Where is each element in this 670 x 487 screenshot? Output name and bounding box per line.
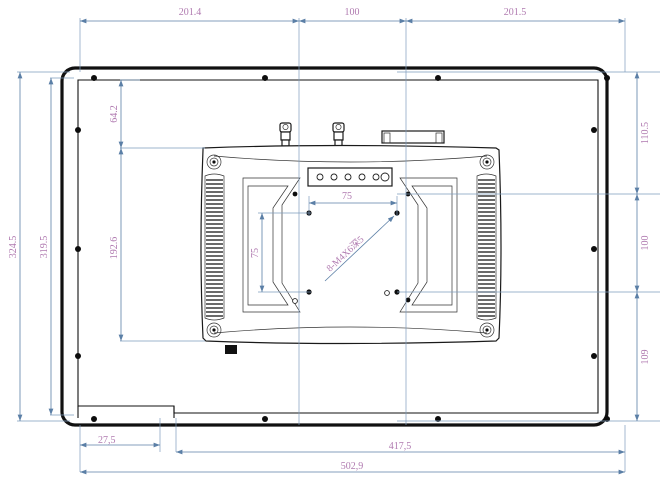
bezel-bottom-step [77,406,175,418]
dim-bottom-3: 502,9 [341,461,364,472]
bezel-screw [262,416,268,422]
chassis-recess-left-inner [247,185,289,306]
dim-right-chain-2: 100 [640,236,651,251]
mounting-hole [292,298,298,304]
chassis-recess-left [242,177,301,313]
chassis-corner-screw [479,154,495,170]
dim-top-2: 100 [345,7,360,18]
chassis-foot-tab [225,345,237,354]
bezel-screw [604,75,610,81]
bezel-screw [604,416,610,422]
bezel-screw [91,416,97,422]
bezel-screw [75,353,81,359]
chassis-face-contour [213,155,488,163]
chassis-corner-screw [206,154,222,170]
dim-right-chain-3: 109 [640,350,651,365]
dim-top-1: 201.4 [179,7,202,18]
dim-left-inner: 319.5 [39,236,50,259]
mounting-hole [405,297,411,303]
dim-left-outer: 324.5 [8,236,19,259]
dim-bottom-2: 417,5 [389,441,412,452]
callout-thread: 8-M4X6深5 [325,234,367,274]
led-indicator-strip [307,167,393,187]
chassis-recess-right-inner [411,185,453,306]
chassis-corner-screw [479,322,495,338]
bezel-screw [591,246,597,252]
bezel-screw [591,127,597,133]
dim-vesa-vertical: 75 [250,248,261,258]
vent-grille-right [476,173,497,321]
dim-left-chain-2: 192.6 [109,237,120,260]
chassis-body [200,144,502,345]
chassis-corner-screw [206,322,222,338]
dim-left-chain-1: 64.2 [109,105,120,123]
bezel-outer [60,66,609,427]
mounting-hole [384,290,390,296]
vent-grille-left [204,173,225,321]
antenna-connector [332,122,345,147]
chassis-recess-right [399,177,458,313]
bezel-screw [435,416,441,422]
bezel-screw [435,75,441,81]
bezel-screw [75,246,81,252]
bezel-screw [91,75,97,81]
dim-right-chain-1: 110.5 [640,122,651,144]
dim-bottom-1: 27,5 [98,435,116,446]
dim-top-3: 201.5 [504,7,527,18]
chassis-face-contour [213,326,488,334]
dim-vesa-horizontal: 75 [342,191,352,202]
connector-block [381,130,445,144]
bezel-screw [591,353,597,359]
mounting-hole [292,191,298,197]
bezel-screw [75,127,81,133]
antenna-connector [279,122,292,147]
bezel-screw [262,75,268,81]
